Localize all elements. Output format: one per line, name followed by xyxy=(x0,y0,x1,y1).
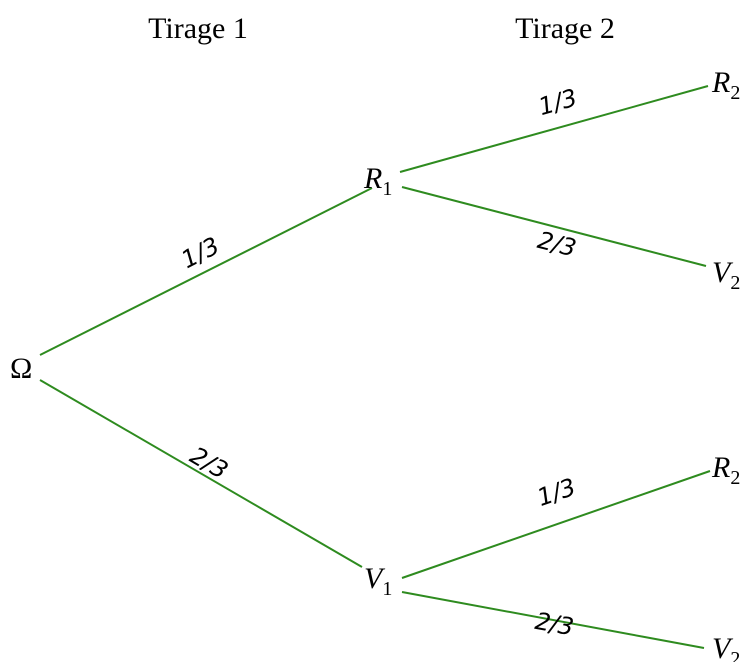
node-v1-letter: V xyxy=(364,562,386,595)
node-r1: R1 xyxy=(363,162,392,200)
branch-root-r1 xyxy=(39,187,373,356)
node-v1-v2-letter: V xyxy=(712,632,734,662)
branch-root-v1 xyxy=(39,379,363,568)
header-draw-1: Tirage 1 xyxy=(148,12,248,45)
node-r1-v2-letter: V xyxy=(712,256,734,289)
node-r1-sub: 1 xyxy=(382,178,392,200)
node-r1-v2-sub: 2 xyxy=(730,272,740,294)
prob-v1-v2: 2/3 xyxy=(533,607,576,641)
node-root-omega: Ω xyxy=(10,352,32,385)
branch-r1-r2 xyxy=(399,85,709,173)
node-v1-v2: V2 xyxy=(712,632,740,662)
branch-r1-v2 xyxy=(401,186,707,267)
header-draw-2: Tirage 2 xyxy=(515,12,615,45)
prob-root-v1: 2/3 xyxy=(185,441,232,485)
node-r1-r2-letter: R xyxy=(711,66,730,99)
prob-v1-r2: 1/3 xyxy=(534,473,580,512)
node-r1-letter: R xyxy=(363,162,382,195)
node-v1: V1 xyxy=(364,562,392,600)
prob-root-r1: 1/3 xyxy=(177,232,224,274)
node-r1-v2: V2 xyxy=(712,256,740,294)
branch-v1-r2 xyxy=(401,470,711,579)
node-v1-r2-letter: R xyxy=(711,451,730,484)
node-v1-v2-sub: 2 xyxy=(730,648,740,662)
prob-r1-r2: 1/3 xyxy=(535,84,580,122)
branch-v1-v2 xyxy=(401,591,705,649)
node-v1-sub: 1 xyxy=(382,578,392,600)
node-r1-r2-sub: 2 xyxy=(730,82,740,104)
node-v1-r2-sub: 2 xyxy=(730,467,740,489)
node-v1-r2: R2 xyxy=(711,451,740,489)
node-r1-r2: R2 xyxy=(711,66,740,104)
